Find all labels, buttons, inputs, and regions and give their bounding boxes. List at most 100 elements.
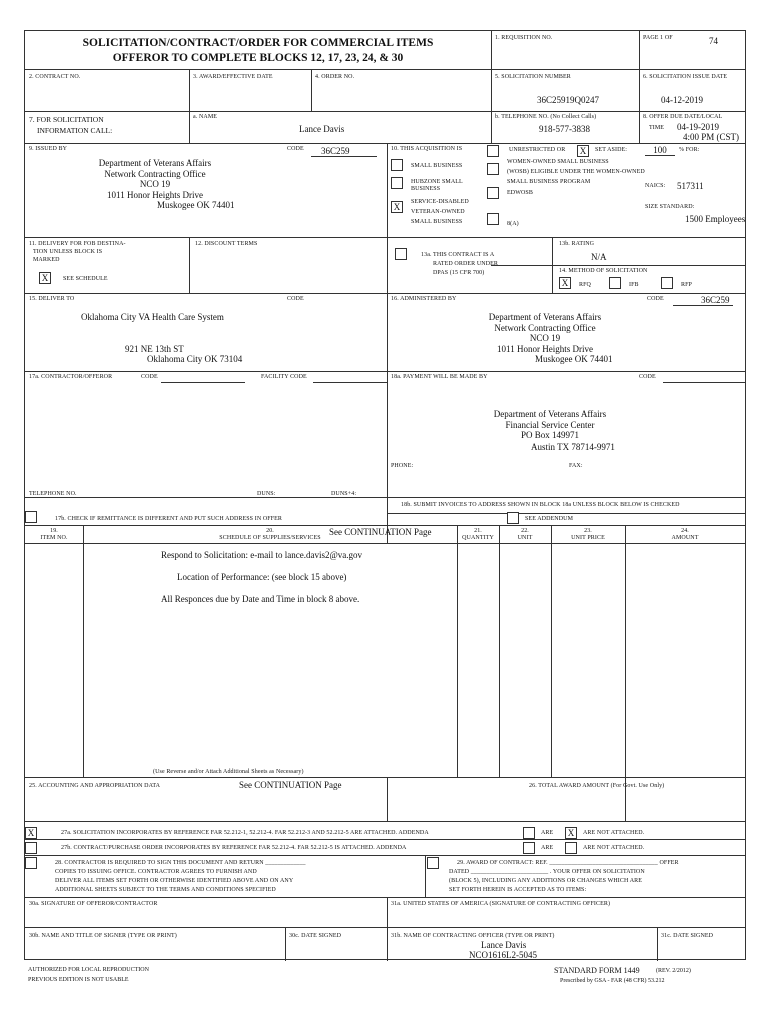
b18b-label: 18b. SUBMIT INVOICES TO ADDRESS SHOWN IN… [401, 502, 680, 508]
b16-label: 16. ADMINISTERED BY [391, 296, 457, 302]
footer-previous-edition: PREVIOUS EDITION IS NOT USABLE [28, 977, 129, 983]
b28-line-2: COPIES TO ISSUING OFFICE. CONTRACTOR AGR… [55, 869, 257, 875]
officer-signature-field[interactable] [391, 909, 741, 925]
offeror-signature-field[interactable] [29, 909, 383, 925]
form-title-line2: OFFEROR TO COMPLETE BLOCKS 12, 17, 23, 2… [112, 52, 404, 64]
officer-name: Lance Davis [481, 940, 527, 950]
issued-line: 1011 Honor Heights Drive [107, 189, 203, 200]
rated-order-checkbox[interactable] [395, 248, 407, 260]
see-addendum-checkbox[interactable] [507, 512, 519, 524]
telephone-label: TELEPHONE NO. [29, 491, 77, 497]
b15-label: 15. DELIVER TO [29, 296, 75, 302]
27b-are-not-checkbox[interactable] [565, 842, 577, 854]
see-schedule-label: SEE SCHEDULE [63, 276, 108, 282]
wosb-label-3: SMALL BUSINESS PROGRAM [507, 179, 591, 185]
27b-are-checkbox[interactable] [523, 842, 535, 854]
col19-label: ITEM NO. [40, 535, 68, 541]
b29-line-1: 29. AWARD OF CONTRACT: REF. ____________… [457, 860, 679, 866]
b13b-label: 13b. RATING [559, 241, 595, 247]
27a-label: 27a. SOLICITATION INCORPORATES BY REFERE… [61, 830, 429, 836]
ifb-checkbox[interactable] [609, 277, 621, 289]
b17b-label: 17b. CHECK IF REMITTANCE IS DIFFERENT AN… [55, 516, 283, 522]
wosb-label-1: WOMEN-OWNED SMALL BUSINESS [507, 159, 609, 165]
29-checkbox[interactable] [427, 857, 439, 869]
sdvosb-checkbox[interactable]: X [391, 201, 403, 213]
sdvosb-label-2: VETERAN-OWNED [411, 209, 465, 215]
duns4-label: DUNS+4: [331, 491, 357, 497]
b31a-label: 31a. UNITED STATES OF AMERICA (SIGNATURE… [391, 901, 611, 907]
b13a-label-3: DPAS (15 CFR 700) [433, 270, 485, 276]
col22-label: UNIT [517, 535, 533, 541]
hubzone-label-1: HUBZONE SMALL [411, 179, 463, 185]
rfq-checkbox[interactable]: X [559, 277, 571, 289]
b29-line-4: SET FORTH HEREIN IS ACCEPTED AS TO ITEMS… [449, 887, 587, 893]
see-addendum-label: SEE ADDENDUM [525, 516, 574, 522]
set-aside-checkbox[interactable]: X [577, 145, 589, 157]
b17a-code-field[interactable] [161, 382, 245, 383]
solicitation-number: 36C25919Q0247 [537, 95, 600, 105]
issued-line: Department of Veterans Affairs [98, 158, 212, 168]
col23-label: UNIT PRICE [571, 535, 605, 541]
set-aside-percent: 100 [645, 145, 675, 156]
b9-label: 9. ISSUED BY [29, 146, 68, 152]
b8-label: 8. OFFER DUE DATE/LOCAL [643, 114, 723, 120]
col22-num: 22. [521, 528, 529, 534]
b29-line-3: (BLOCK 5), INCLUDING ANY ADDITIONS OR CH… [449, 878, 642, 884]
b31c-label: 31c. DATE SIGNED [661, 933, 714, 939]
unrestricted-checkbox[interactable] [487, 145, 499, 157]
b12-label: 12. DISCOUNT TERMS [195, 241, 258, 247]
27a-are-label: ARE [541, 830, 554, 836]
b13a-label-1: 13a. THIS CONTRACT IS A [421, 252, 495, 258]
sf1449-form: SOLICITATION/CONTRACT/ORDER FOR COMMERCI… [24, 30, 746, 961]
contractor-address-field[interactable] [29, 387, 383, 487]
col23-num: 23. [584, 528, 592, 534]
27a-checkbox[interactable]: X [25, 827, 37, 839]
b9-code-value: 36C259 [311, 146, 377, 157]
27a-are-checkbox[interactable] [523, 827, 535, 839]
edwosb-checkbox[interactable] [487, 187, 499, 199]
col24-label: AMOUNT [671, 535, 699, 541]
b2-label: 2. CONTRACT NO. [29, 74, 81, 80]
28-checkbox[interactable] [25, 857, 37, 869]
facility-code-field[interactable] [313, 382, 387, 383]
b28-line-4: ADDITIONAL SHEETS SUBJECT TO THE TERMS A… [55, 887, 276, 893]
b11-label-2: TION UNLESS BLOCK IS [33, 249, 103, 255]
sdvosb-label-1: SERVICE-DISABLED [411, 199, 469, 205]
b28-line-1: 28. CONTRACTOR IS REQUIRED TO SIGN THIS … [55, 860, 306, 866]
schedule-continuation: See CONTINUATION Page [329, 527, 432, 537]
administered-line: Department of Veterans Affairs [488, 312, 602, 322]
administered-line: NCO 19 [529, 333, 561, 343]
wosb-checkbox[interactable] [487, 163, 499, 175]
requisition-field[interactable] [495, 51, 635, 63]
b18a-code-field[interactable] [663, 382, 745, 383]
officer-code: NCO1616L2-5045 [469, 950, 537, 960]
b4-label: 4. ORDER NO. [315, 74, 355, 80]
27b-checkbox[interactable] [25, 842, 37, 854]
8a-checkbox[interactable] [487, 213, 499, 225]
small-business-checkbox[interactable] [391, 159, 403, 171]
deliver-name: Oklahoma City VA Health Care System [81, 312, 224, 322]
contact-name: Lance Davis [299, 124, 345, 134]
hubzone-checkbox[interactable] [391, 177, 403, 189]
b30b-label: 30b. NAME AND TITLE OF SIGNER (TYPE OR P… [29, 933, 177, 939]
b30a-label: 30a. SIGNATURE OF OFFEROR/CONTRACTOR [29, 901, 158, 907]
payment-phone-label: PHONE: [391, 463, 414, 469]
b14-label: 14. METHOD OF SOLICITATION [559, 268, 648, 274]
col21-num: 21. [474, 528, 482, 534]
27b-are-label: ARE [541, 845, 554, 851]
remittance-checkbox[interactable] [25, 511, 37, 523]
b5-label: 5. SOLICITATION NUMBER [495, 74, 571, 80]
footer-reproduction: AUTHORIZED FOR LOCAL REPRODUCTION [28, 967, 149, 973]
issued-line: NCO 19 [139, 179, 171, 189]
8a-label: 8(A) [507, 221, 519, 227]
administered-address: Department of Veterans Affairs Network C… [455, 312, 635, 354]
unrestricted-label: UNRESTRICTED OR [509, 147, 566, 153]
see-schedule-checkbox[interactable]: X [39, 272, 51, 284]
sdvosb-label-3: SMALL BUSINESS [411, 219, 463, 225]
27a-are-not-checkbox[interactable]: X [565, 827, 577, 839]
col19-num: 19. [50, 528, 58, 534]
contact-phone: 918-577-3838 [539, 124, 590, 134]
reverse-note: (Use Reverse and/or Attach Additional Sh… [153, 769, 304, 775]
rfp-checkbox[interactable] [661, 277, 673, 289]
b31b-label: 31b. NAME OF CONTRACTING OFFICER (TYPE O… [391, 933, 555, 939]
